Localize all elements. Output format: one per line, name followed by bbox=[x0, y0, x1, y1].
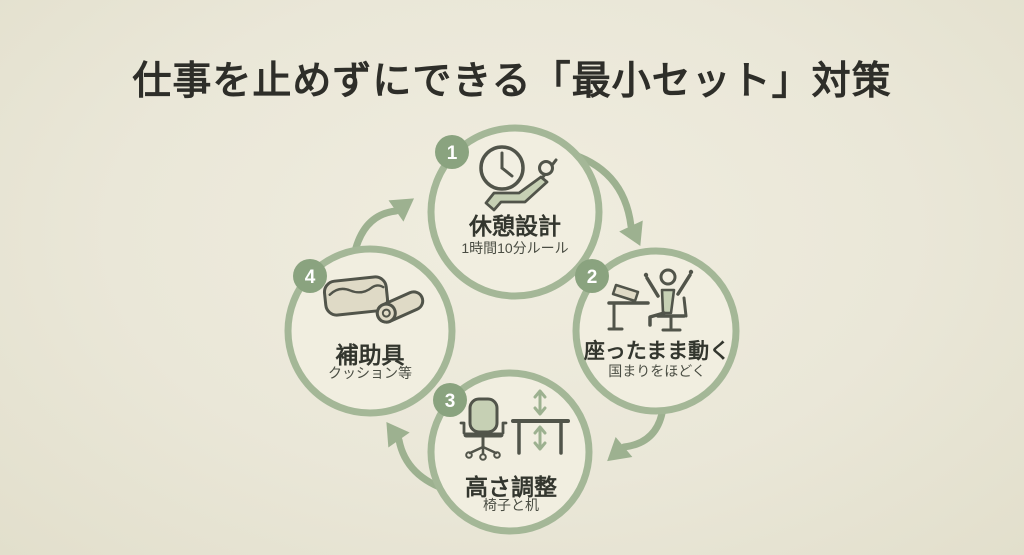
chair-armrest-left bbox=[459, 421, 466, 435]
chair-armrest-right bbox=[501, 421, 508, 435]
desk-stretch-icon bbox=[607, 268, 694, 332]
chair-backrest bbox=[468, 397, 499, 434]
step-4-title: 補助具 bbox=[335, 342, 405, 368]
step-3-badge bbox=[433, 383, 467, 417]
chair-base bbox=[468, 445, 498, 456]
step-1-subtitle: 1時間10分ルール bbox=[461, 240, 569, 256]
step-1-circle bbox=[427, 124, 603, 300]
step-4-badge bbox=[293, 259, 327, 293]
lumbar-roll bbox=[375, 290, 425, 324]
reclining-body bbox=[484, 175, 549, 212]
step-2-subtitle: 国まりをほどく bbox=[608, 363, 706, 379]
torso bbox=[660, 288, 676, 315]
step-2-title: 座ったまま動く bbox=[583, 340, 731, 363]
step-4-number: 4 bbox=[305, 267, 316, 288]
left-arm bbox=[645, 276, 660, 298]
arrowhead-2-to-3 bbox=[607, 437, 633, 462]
chair-wheel bbox=[465, 451, 473, 459]
left-hand bbox=[643, 272, 649, 278]
arrowhead-1-to-2 bbox=[619, 220, 643, 246]
step-2-badge bbox=[575, 259, 609, 293]
laptop-screen bbox=[611, 283, 640, 303]
right-arm bbox=[676, 273, 692, 296]
step-3-title: 高さ調整 bbox=[465, 474, 557, 500]
cycle-arrowheads bbox=[386, 198, 643, 462]
step-2-number: 2 bbox=[587, 267, 598, 288]
step-1-number: 1 bbox=[447, 143, 458, 164]
step-3-subtitle: 椅子と机 bbox=[483, 497, 539, 513]
arrowhead-4-to-1 bbox=[388, 198, 415, 222]
step-4-subtitle: クッション等 bbox=[328, 365, 412, 381]
clock-minute-hand bbox=[500, 166, 514, 178]
height-double-arrow-upper bbox=[533, 389, 547, 416]
step-1-badge bbox=[435, 135, 469, 169]
page-title: 仕事を止めずにできる「最小セット」対策 bbox=[132, 60, 892, 103]
chair-wheel bbox=[493, 451, 501, 459]
clock-recliner-icon bbox=[479, 145, 558, 212]
step-1-title: 休憩設計 bbox=[469, 213, 561, 239]
right-hand bbox=[688, 269, 694, 275]
chair-back bbox=[682, 296, 688, 318]
arrowhead-3-to-4 bbox=[386, 421, 410, 448]
chair-desk-height-arrows-icon bbox=[459, 389, 570, 461]
cushion bbox=[322, 275, 390, 317]
cushion-roll-icon bbox=[322, 275, 425, 324]
person-head bbox=[659, 268, 677, 286]
person-head bbox=[538, 160, 554, 176]
step-3-number: 3 bbox=[445, 391, 456, 412]
height-double-arrow-lower bbox=[533, 425, 547, 451]
chair-wheel bbox=[479, 453, 487, 461]
